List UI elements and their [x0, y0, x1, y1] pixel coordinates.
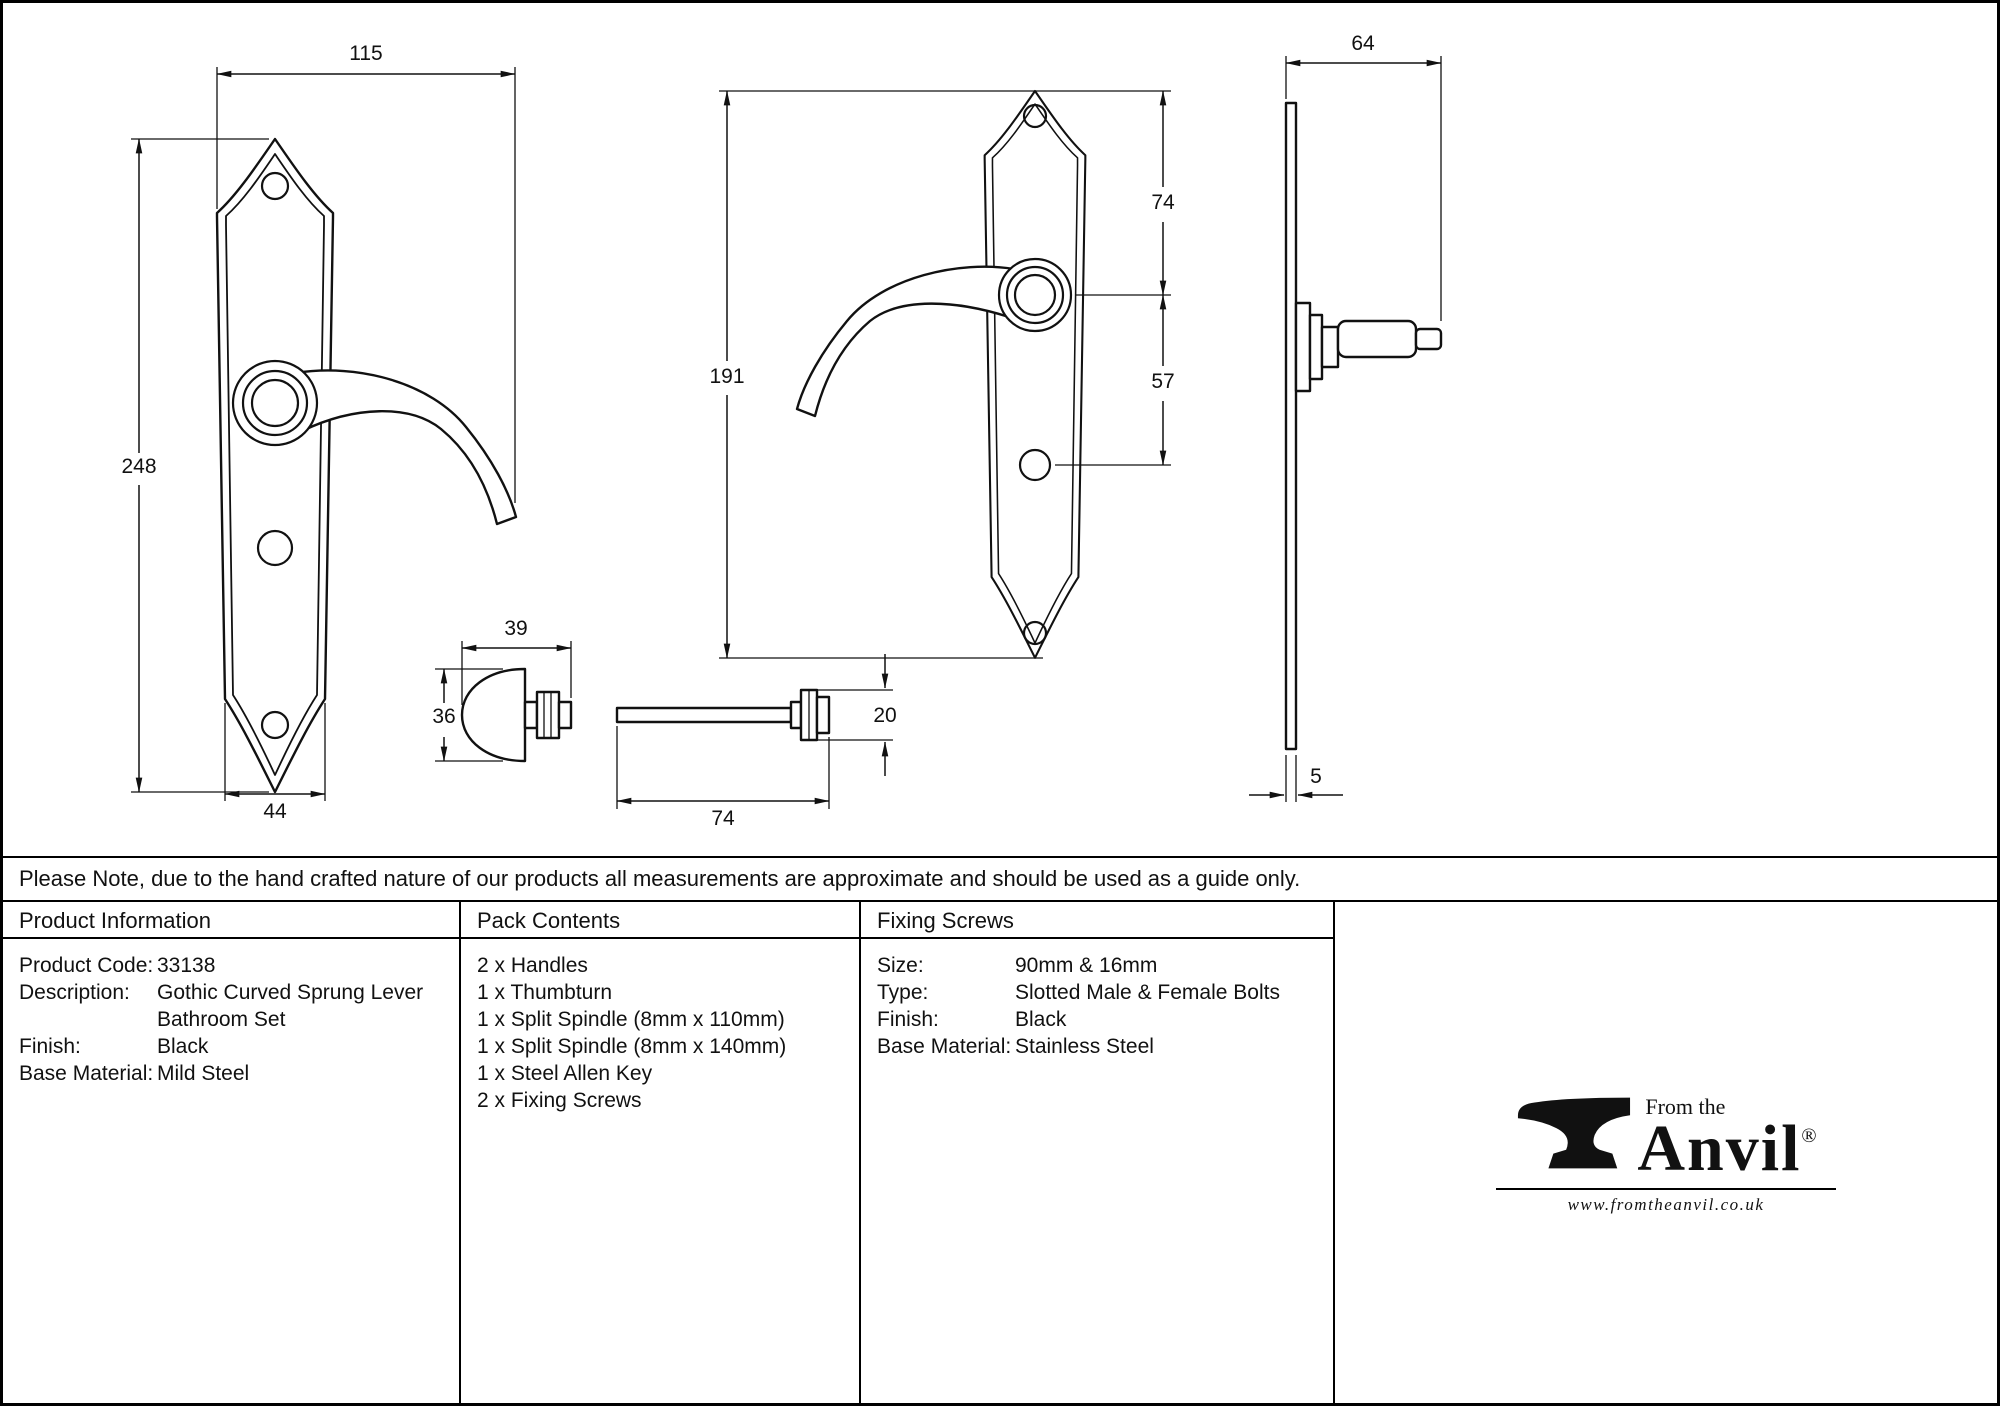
dim-side-projection: 64	[1351, 32, 1375, 55]
field-value-line2: Bathroom Set	[157, 1008, 286, 1031]
fixing-screws-column: Fixing Screws Size: 90mm & 16mm Type: Sl…	[859, 902, 1333, 1403]
field-value: Gothic Curved Sprung Lever	[157, 981, 424, 1004]
pack-item: 1 x Split Spindle (8mm x 140mm)	[477, 1035, 787, 1058]
spindle-rod	[615, 706, 793, 724]
lever-rose	[997, 257, 1073, 333]
description-row: Description: Gothic Curved Sprung Lever …	[19, 979, 443, 1033]
bathroom-turn-hole	[1018, 448, 1052, 482]
field-label: Description:	[19, 981, 130, 1004]
dim-top-to-lever: 74	[1151, 191, 1175, 214]
fixing-screws-header: Fixing Screws	[861, 902, 1333, 939]
field-value: Stainless Steel	[1015, 1035, 1154, 1058]
field-value: Mild Steel	[157, 1062, 250, 1085]
field-label: Base Material:	[19, 1062, 154, 1085]
type-row: Type: Slotted Male & Female Bolts	[877, 979, 1317, 1006]
lever-front-view: 115 248 44	[121, 42, 518, 823]
lever-rose	[231, 359, 319, 447]
pack-item: 2 x Handles	[477, 954, 588, 977]
dim-spindle-length: 74	[711, 807, 735, 830]
field-value: Black	[1015, 1008, 1067, 1031]
logo-tagline: From the	[1645, 1093, 1726, 1119]
field-label: Base Material:	[877, 1035, 1012, 1058]
base-material-row: Base Material: Stainless Steel	[877, 1033, 1317, 1060]
dim-thumbturn-height: 36	[432, 705, 455, 728]
screw-hole-bottom	[260, 710, 290, 740]
brand-name: Anvil	[1637, 1111, 1802, 1185]
screw-hole-top	[1022, 103, 1048, 129]
field-value: Slotted Male & Female Bolts	[1015, 981, 1280, 1004]
bathroom-turn-hole	[256, 529, 294, 567]
brand-column: From the Anvil® www.fromtheanvil.co.uk	[1333, 902, 1997, 1403]
field-value: Black	[157, 1035, 209, 1058]
logo-divider	[1496, 1187, 1836, 1190]
product-info-table: Product Information Product Code: 33138 …	[3, 902, 1997, 1403]
thumbturn-view: 39 36	[432, 617, 573, 763]
dim-spindle-head-height: 20	[873, 704, 896, 727]
backplate-edge	[1284, 101, 1298, 751]
thumbturn-knob	[460, 667, 527, 763]
note-text: Please Note, due to the hand crafted nat…	[19, 866, 1301, 891]
screw-hole-top	[260, 171, 290, 201]
pack-item: 1 x Steel Allen Key	[477, 1062, 653, 1085]
pack-item: 1 x Thumbturn	[477, 981, 613, 1004]
field-label: Finish:	[19, 1035, 81, 1058]
lever-reverse-view: 191 74 57	[709, 89, 1175, 659]
screw-hole-bottom	[1022, 620, 1048, 646]
finish-row: Finish: Black	[877, 1006, 1317, 1033]
field-label: Type:	[877, 981, 929, 1004]
dim-plate-thickness: 5	[1310, 765, 1322, 788]
lever-handle	[294, 369, 518, 526]
base-material-row: Base Material: Mild Steel	[19, 1060, 443, 1087]
pack-item: 1 x Split Spindle (8mm x 110mm)	[477, 1008, 785, 1031]
anvil-icon	[1515, 1091, 1633, 1178]
dim-thumbturn-width: 39	[504, 617, 527, 640]
spindle-view: 20 74	[615, 654, 897, 830]
dim-front-height: 248	[121, 455, 156, 478]
field-label: Finish:	[877, 1008, 939, 1031]
measurement-note: Please Note, due to the hand crafted nat…	[3, 856, 1997, 902]
brand-website: www.fromtheanvil.co.uk	[1567, 1194, 1765, 1214]
dim-lever-to-turn: 57	[1151, 370, 1174, 393]
finish-row: Finish: Black	[19, 1033, 443, 1060]
size-row: Size: 90mm & 16mm	[877, 952, 1317, 979]
registered-mark: ®	[1801, 1124, 1817, 1147]
product-information-column: Product Information Product Code: 33138 …	[3, 902, 459, 1403]
pack-contents-column: Pack Contents 2 x Handles 1 x Thumbturn …	[459, 902, 859, 1403]
field-value: 90mm & 16mm	[1015, 954, 1158, 977]
pack-item: 2 x Fixing Screws	[477, 1089, 642, 1112]
field-label: Product Code:	[19, 954, 154, 977]
lever-profile	[1336, 319, 1418, 359]
dim-front-projection: 115	[349, 42, 382, 65]
field-label: Size:	[877, 954, 924, 977]
side-profile-view: 64 5	[1249, 32, 1443, 802]
pack-contents-header: Pack Contents	[461, 902, 859, 939]
dim-mid-height: 191	[709, 365, 744, 388]
product-information-header: Product Information	[3, 902, 459, 939]
product-code-row: Product Code: 33138	[19, 952, 443, 979]
technical-drawing: 115 248 44	[121, 32, 1443, 830]
dim-front-plate-width: 44	[263, 800, 287, 823]
field-value: 33138	[157, 954, 216, 977]
lever-handle	[795, 265, 1016, 418]
anvil-logo: From the Anvil® www.fromtheanvil.co.uk	[1496, 1091, 1836, 1215]
